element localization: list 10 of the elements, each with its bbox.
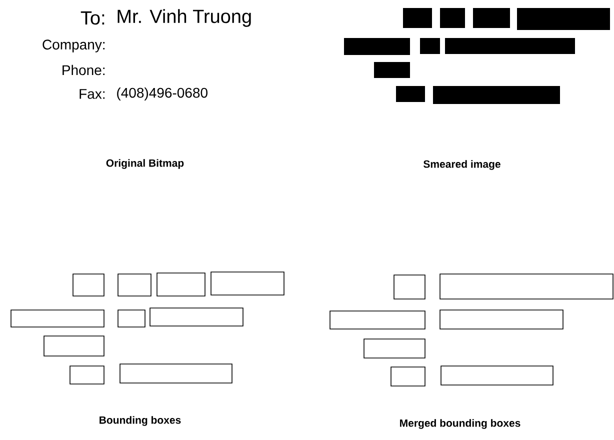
field-label: Company: xyxy=(42,40,105,52)
panel-caption: Bounding boxes xyxy=(100,416,181,426)
field-label: Fax: xyxy=(80,89,105,99)
field-label: Phone: xyxy=(62,64,105,76)
panel-caption: Smeared image xyxy=(424,160,500,170)
panel-caption: Merged bounding boxes xyxy=(400,419,520,429)
panel-caption: Original Bitmap xyxy=(106,159,184,169)
fax-number: (408)496-0680 xyxy=(117,87,208,101)
field-label: To: xyxy=(80,11,104,25)
recipient-name: Mr. Vinh Truong xyxy=(118,9,251,27)
